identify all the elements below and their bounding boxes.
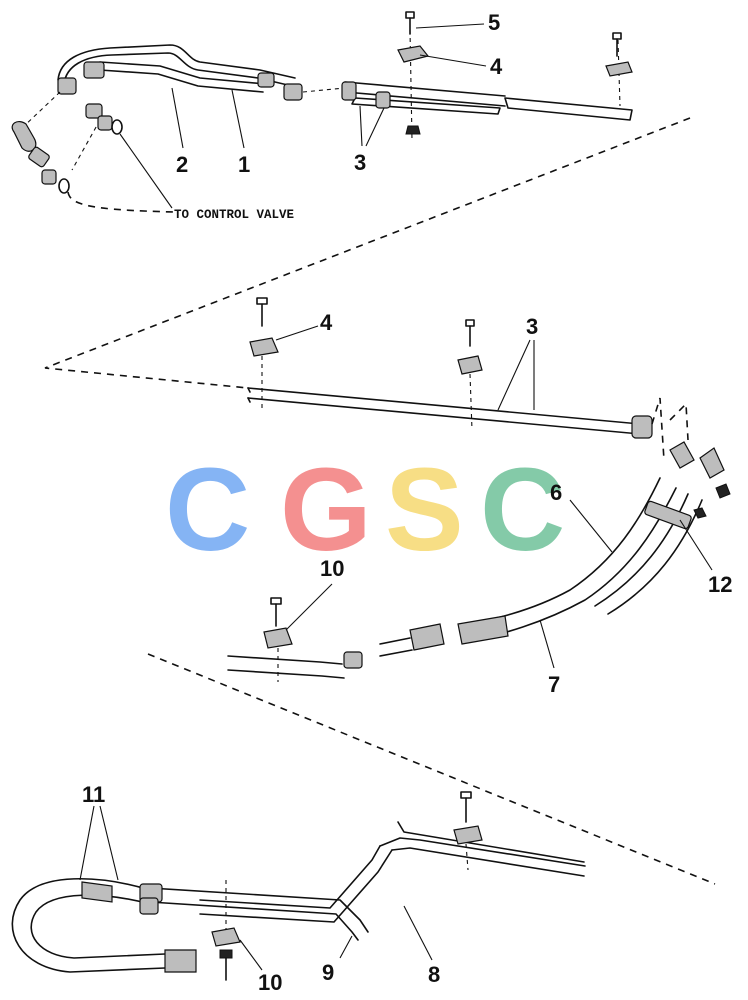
tube-1	[99, 61, 266, 85]
fitting	[83, 61, 105, 79]
callout-10: 10	[320, 556, 344, 581]
fitting	[343, 651, 363, 669]
fitting	[57, 77, 77, 95]
watermark-letter-4: C	[480, 444, 565, 576]
o-ring	[111, 119, 123, 135]
callout-11: 11	[82, 782, 105, 807]
tube-9	[149, 887, 369, 941]
section-middle: 4 3 10 6 7 12	[147, 297, 732, 885]
callout-3-mid: 3	[526, 314, 538, 339]
fitting	[631, 415, 653, 439]
hose-loop	[11, 877, 166, 973]
callout-7: 7	[548, 672, 560, 697]
clamp-10	[263, 627, 293, 649]
clamp	[457, 355, 483, 375]
note-to-control-valve: TO CONTROL VALVE	[174, 208, 294, 222]
callout-6: 6	[550, 480, 562, 505]
tube-8	[199, 845, 393, 923]
clamp-4	[397, 45, 430, 63]
tube-3-lower	[247, 387, 641, 425]
callout-10-bottom: 10	[258, 970, 282, 995]
callout-2: 2	[176, 152, 188, 177]
callout-4: 4	[490, 54, 503, 79]
fitting	[97, 115, 113, 131]
fitting	[669, 441, 695, 469]
clamp-12	[644, 500, 692, 530]
callout-1: 1	[238, 152, 250, 177]
nut	[405, 125, 421, 135]
fitting	[85, 103, 103, 119]
fitting	[257, 72, 275, 88]
clamp	[453, 825, 483, 845]
section-top: TO CONTROL VALVE 2 1 3 4 5	[11, 10, 691, 389]
watermark-letter-1: C	[165, 444, 250, 576]
nut	[693, 507, 707, 519]
watermark: C G S C	[165, 444, 565, 576]
bolt-head	[405, 11, 415, 19]
fitting	[41, 169, 57, 185]
hose-7	[457, 615, 509, 645]
tube-10	[227, 655, 345, 679]
tube-3	[344, 81, 506, 97]
section-bottom: 11 10 9 8	[11, 782, 586, 995]
elbow-fitting	[11, 120, 37, 152]
callout-9: 9	[322, 960, 334, 985]
clamp-10	[211, 927, 241, 947]
fitting	[28, 146, 50, 168]
fitting	[139, 897, 159, 915]
callout-4-mid: 4	[320, 310, 333, 335]
bolt	[715, 483, 731, 499]
clamp-4	[249, 337, 279, 357]
hose-fitting	[81, 881, 113, 903]
hose-fitting	[164, 949, 197, 973]
watermark-letter-3: S	[385, 444, 464, 576]
callout-3: 3	[354, 150, 366, 175]
fitting	[341, 81, 357, 101]
tube-2	[57, 44, 296, 81]
o-ring	[58, 178, 70, 194]
fitting	[283, 83, 303, 101]
nut	[219, 949, 233, 959]
fitting	[699, 447, 725, 479]
callout-8: 8	[428, 962, 440, 987]
fitting	[375, 91, 391, 109]
clamp	[605, 61, 633, 77]
callout-12: 12	[708, 572, 732, 597]
hose-end	[409, 623, 445, 651]
watermark-letter-2: G	[280, 444, 372, 576]
callout-5: 5	[488, 10, 500, 35]
